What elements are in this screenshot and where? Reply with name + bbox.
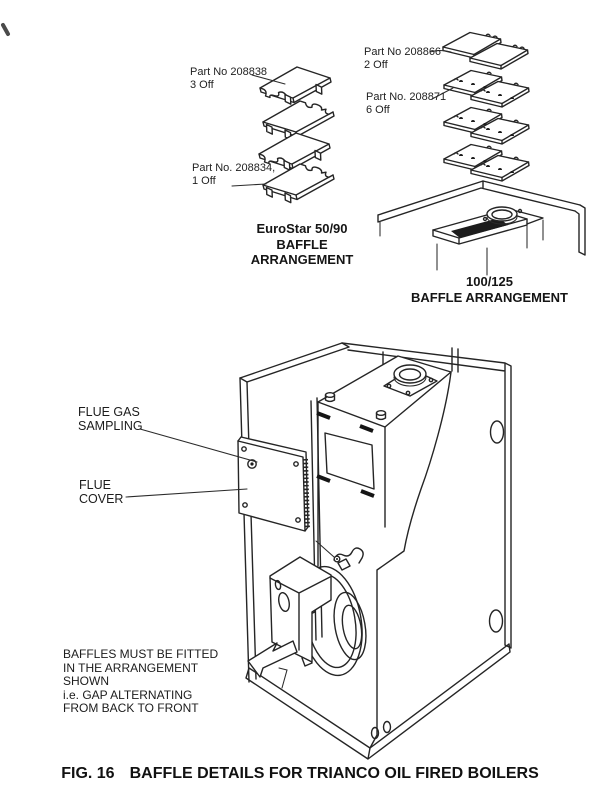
flue-gas-sampling-label: FLUE GAS SAMPLING: [78, 405, 143, 433]
figure-title: BAFFLE DETAILS FOR TRIANCO OIL FIRED BOI…: [129, 765, 539, 782]
leader-lines: [125, 49, 454, 498]
flue-cover-label: FLUE COVER: [79, 478, 124, 506]
baffle-fitting-note: BAFFLES MUST BE FITTED IN THE ARRANGEMEN…: [63, 647, 219, 715]
flue-cover-plate: [237, 436, 310, 532]
part-number-label-208866: Part No 208866 2 Off: [364, 46, 442, 71]
figure-caption: FIG. 16 BAFFLE DETAILS FOR TRIANCO OIL F…: [0, 765, 600, 783]
part-number-label-208871: Part No. 208871 6 Off: [366, 91, 447, 116]
scan-artifact: [1, 23, 10, 36]
baffle-stack-100-125: [443, 33, 529, 182]
arrangement-caption-100-125: 100/125 BAFFLE ARRANGEMENT: [411, 274, 568, 305]
main-boiler-illustration: [239, 342, 512, 760]
eurostar-arrangement-caption: EuroStar 50/90 BAFFLE ARRANGEMENT: [250, 221, 354, 267]
part-number-label-208834: Part No. 208834, 1 Off: [192, 162, 276, 187]
boiler-top-view-100-125: [377, 180, 586, 276]
part-number-label-208838: Part No 208838 3 Off: [190, 66, 268, 91]
figure-number: FIG. 16: [61, 765, 115, 782]
